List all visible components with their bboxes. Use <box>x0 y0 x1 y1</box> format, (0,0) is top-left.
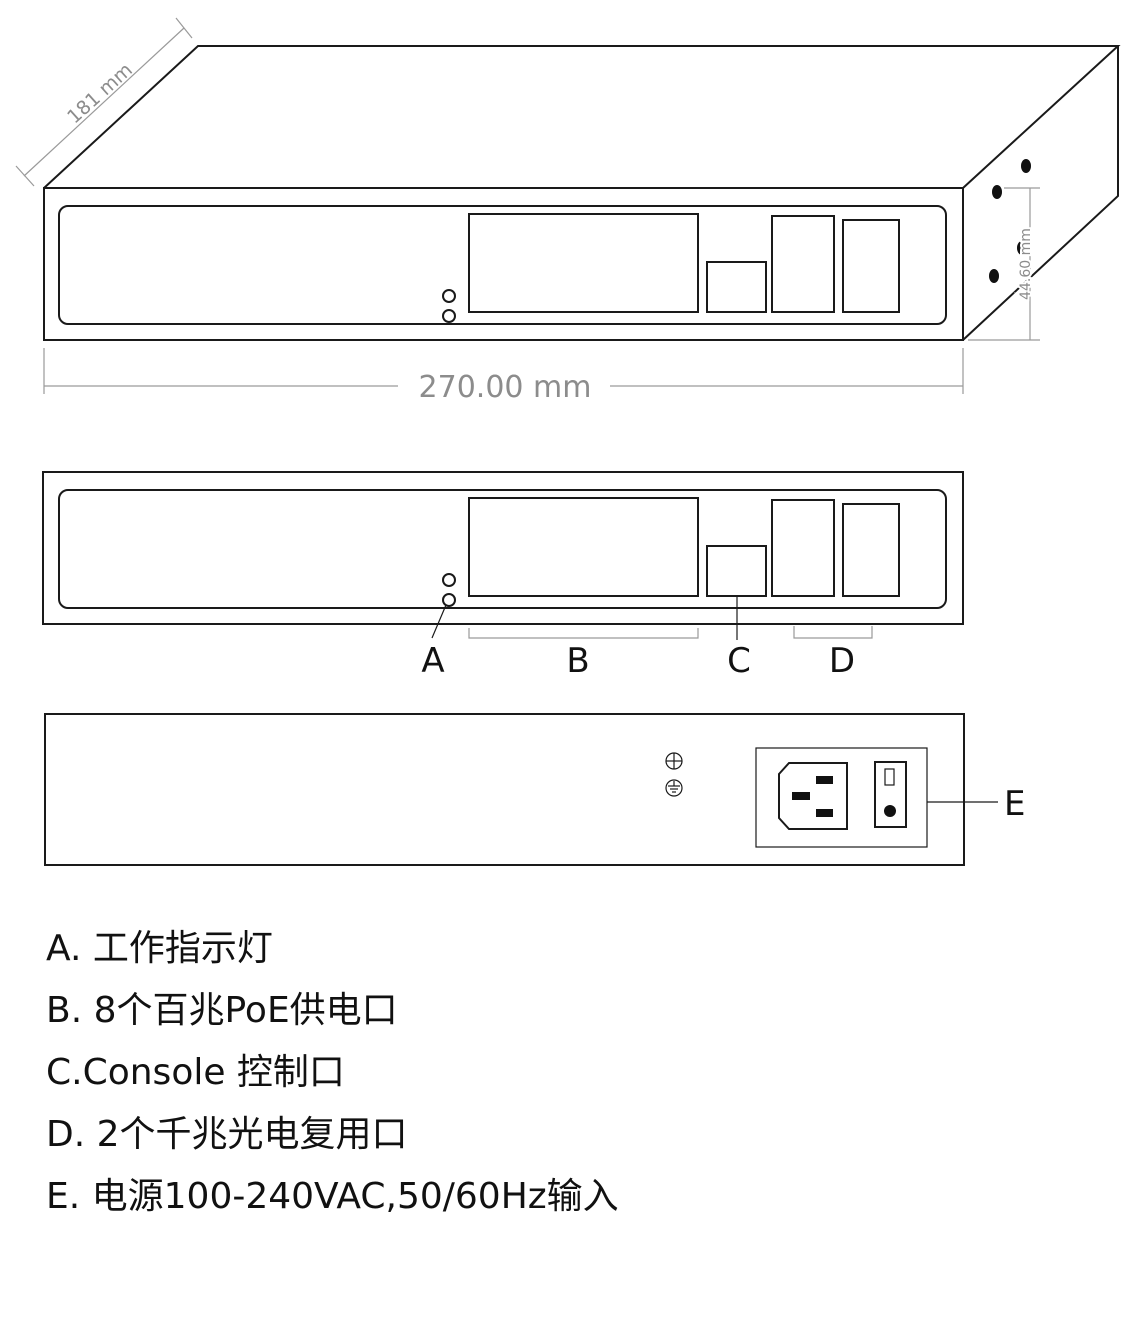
front-panel-bezel <box>58 489 947 609</box>
combo-port-1 <box>771 499 835 597</box>
depth-dimension: 181 mm <box>63 59 137 128</box>
led-top <box>442 573 456 587</box>
power-switch <box>874 761 907 828</box>
height-dimension: 44.60 mm <box>1018 228 1034 300</box>
socket-pin-left <box>792 792 810 800</box>
side-face-edge <box>962 46 1119 341</box>
rear-panel-view: E <box>44 713 1025 866</box>
callout-b: B <box>566 641 589 681</box>
socket-pin-bottom <box>816 809 833 817</box>
callout-c: C <box>727 641 751 681</box>
screw-1 <box>1021 159 1031 173</box>
callout-e: E <box>1004 784 1025 824</box>
legend-item-b: B. 8个百兆PoE供电口 <box>46 990 398 1031</box>
width-dimension: 270.00 mm <box>419 370 592 405</box>
front-panel-inner <box>58 205 947 325</box>
power-switch-on-mark <box>884 805 896 817</box>
combo-port-2 <box>842 503 900 597</box>
combo-port-2 <box>842 219 900 313</box>
poe-port-block <box>468 497 699 597</box>
legend-item-c: C.Console 控制口 <box>46 1052 345 1093</box>
legend-item-a: A. 工作指示灯 <box>46 928 273 969</box>
callout-d: D <box>829 641 855 681</box>
screw-4 <box>989 269 999 283</box>
isometric-view: 181 mm 270.00 mm 44.60 mm <box>15 17 1121 405</box>
console-port <box>706 545 767 597</box>
poe-port-block <box>468 213 699 313</box>
top-face-edge <box>43 45 1121 189</box>
iec-power-socket <box>778 762 848 830</box>
power-switch-off-mark <box>884 768 895 786</box>
led-bottom <box>442 593 456 607</box>
leader-a <box>431 604 447 639</box>
legend-list: A. 工作指示灯 B. 8个百兆PoE供电口 C.Console 控制口 D. … <box>46 918 619 1228</box>
console-port <box>706 261 767 313</box>
callout-a: A <box>421 641 444 681</box>
rear-panel-outer <box>44 713 965 866</box>
combo-port-1 <box>771 215 835 313</box>
front-panel-outer <box>42 471 964 625</box>
led-bottom <box>442 309 456 323</box>
screw-2 <box>992 185 1002 199</box>
depth-dim-line <box>23 27 185 177</box>
bracket-b <box>468 628 699 639</box>
led-top <box>442 289 456 303</box>
bracket-d <box>793 626 873 639</box>
front-face <box>43 187 964 341</box>
front-panel-view: A B C D <box>42 471 964 681</box>
screw-3 <box>1017 241 1027 255</box>
power-module <box>755 747 928 848</box>
socket-pin-top <box>816 776 833 784</box>
legend-item-e: E. 电源100-240VAC,50/60Hz输入 <box>46 1176 619 1217</box>
earth-ground-icon <box>665 779 683 797</box>
legend-item-d: D. 2个千兆光电复用口 <box>46 1114 408 1155</box>
